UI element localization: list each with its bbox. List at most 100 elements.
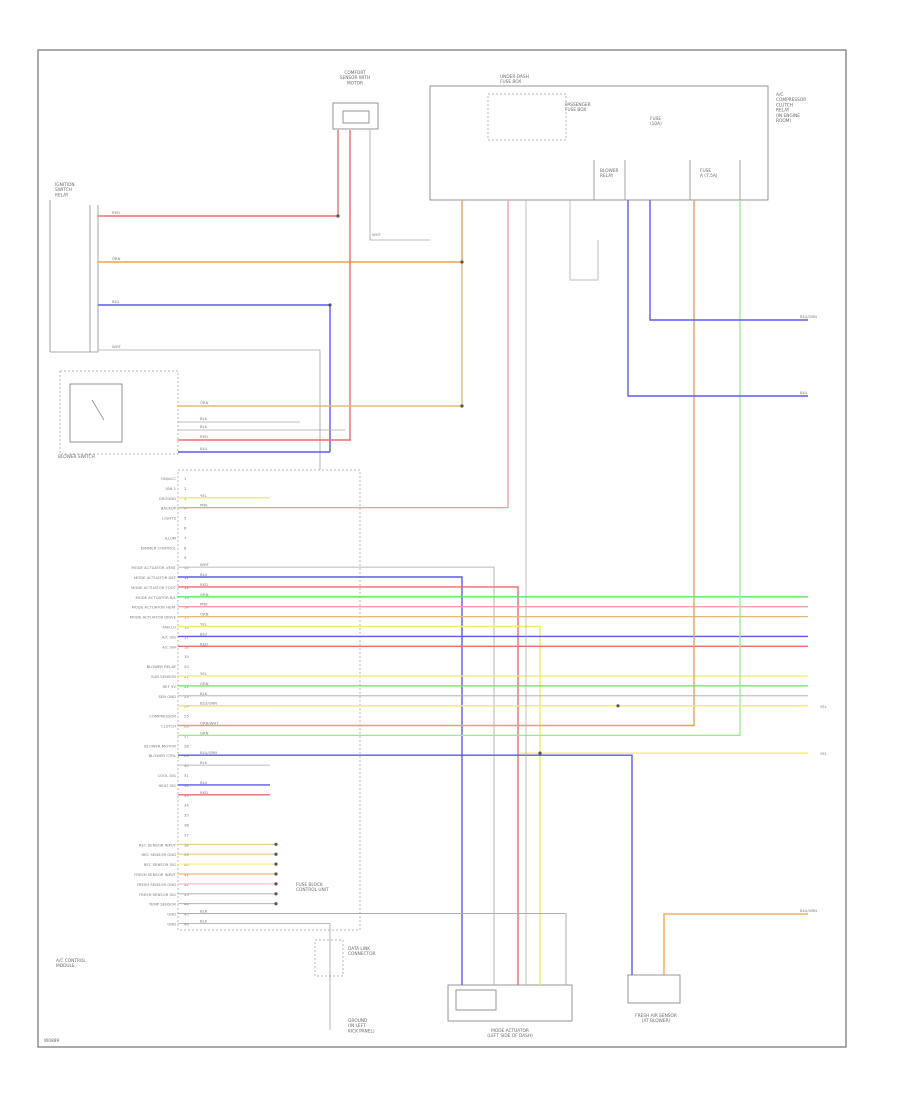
module-pin-label: REC SENSOR GND (142, 852, 177, 857)
module-pin-number: 38 (184, 842, 189, 847)
wire-color-label: GRN (200, 681, 209, 686)
module-pin-label: ILLUM (165, 535, 176, 540)
wire (369, 130, 430, 241)
wire-color-label: BLK (200, 691, 208, 696)
module-pin-label: SUN SENSOR (151, 674, 176, 679)
wire-color-label: BLU/GRN (200, 750, 217, 755)
wire-color-label: BLU/GRN (800, 314, 817, 319)
module-pin-number: 1 (184, 476, 187, 481)
wire-color-label: BLK (200, 424, 208, 429)
module-pin-label: TEMP SENSOR (148, 902, 177, 907)
module-pin-label: GND (167, 912, 176, 917)
module-pin-label: GROUND (159, 496, 176, 501)
module-pin-label: REC SENSOR SIG (144, 862, 176, 867)
wire-color-label: ORN (112, 256, 121, 261)
wire (178, 576, 463, 985)
module-pin-number: 20 (184, 664, 189, 669)
module-pin-label: DIMMER CONTROL (141, 545, 177, 550)
wire-color-label: GRN (200, 730, 209, 735)
splice-dot (274, 892, 278, 896)
module-pin-number: 34 (184, 803, 189, 808)
fresh-air-sensor-label: FRESH AIR SENSOR(AT BLOWER) (635, 1013, 677, 1024)
module-pin-label: MODE ACTUATOR B/L (135, 595, 176, 600)
module-pin-label: MODE ACTUATOR DRIVE (130, 615, 177, 620)
splice-dot (328, 303, 332, 307)
wire-color-label: BLK (200, 760, 208, 765)
module-pin-number: 36 (184, 823, 189, 828)
module-pin-number: 44 (184, 902, 189, 907)
module-pin-number: 43 (184, 892, 189, 897)
module-pin-number: 45 (184, 912, 189, 917)
fuse-b-label: FUSE(10A) (650, 116, 662, 127)
module-pin-label: BLOWER MOTOR (144, 743, 176, 748)
module-pin-label: MODE ACTUATOR VENT (131, 565, 176, 570)
wire (178, 200, 509, 509)
module-pin-number: 2 (184, 486, 187, 491)
wire-color-label: BLU (200, 446, 208, 451)
module-pin-number: 19 (184, 654, 189, 659)
splice-dot (274, 862, 278, 866)
module-pin-number: 7 (184, 535, 187, 540)
splice-dot (538, 751, 542, 755)
wire-color-label: ORN (200, 400, 209, 405)
module-pin-label: FAN LO (163, 625, 176, 630)
module-pin-number: 39 (184, 852, 189, 857)
module-pin-label: FRESH SENSOR SIG (139, 892, 176, 897)
wire-color-label: RED (200, 434, 208, 439)
wire-color-label: BLU/GRN (200, 701, 217, 706)
fresh-air-sensor: FRESH AIR SENSOR(AT BLOWER) (627, 974, 681, 1024)
wire (649, 200, 808, 321)
footer-code: W0889 (44, 1038, 59, 1044)
module-pin-label: FRESH SENSOR INPUT (134, 872, 177, 877)
mode-actuator-label: MODE ACTUATOR(LEFT SIDE OF DASH) (487, 1028, 533, 1039)
wire (627, 200, 808, 397)
wire-color-label: PNK (200, 503, 208, 508)
module-pin-number: 25 (184, 714, 189, 719)
module-pin-label: IGN 1 (165, 486, 176, 491)
module-pin-number: 41 (184, 872, 189, 877)
module-pin-number: 37 (184, 832, 189, 837)
module-pin-label: HEAT SIG (158, 783, 176, 788)
splice-dot (274, 872, 278, 876)
module-pin-number: 31 (184, 773, 189, 778)
module-pin-label: A/C SW (162, 644, 176, 649)
wire-color-label: RED (200, 582, 208, 587)
wire-color-label: YEL (820, 751, 828, 756)
module-pin-number: 9 (184, 555, 187, 560)
wire-color-label: WHT (112, 344, 122, 349)
splice-dot (460, 260, 464, 264)
wire (178, 200, 741, 737)
wire (178, 200, 695, 727)
wire-color-label: ORN (200, 612, 209, 617)
wire-color-label: GRN (200, 592, 209, 597)
module-pin-label: LIGHTS (162, 516, 176, 521)
wire (178, 130, 351, 441)
splice-dot (274, 842, 278, 846)
splice-dot (336, 214, 340, 218)
splice-dot (274, 852, 278, 856)
module-pin-label: ON/ACC (161, 476, 176, 481)
wires: REDORNBLUWHTREDWHTORNBLUBLKBLKYELPNKWHTB… (98, 130, 828, 1030)
module-pin-number: 46 (184, 922, 189, 927)
wire (178, 754, 633, 975)
module-pin-label: MODE ACTUATOR FOOT (131, 585, 177, 590)
wire-color-label: PNK (200, 602, 208, 607)
module-pin-label: SEN GND (158, 694, 176, 699)
module-pin-label: BLOWER CTRL (149, 753, 177, 758)
wire-color-label: BLU (112, 299, 120, 304)
module-pin-label: COOL SIG (158, 773, 176, 778)
module-pin-number: 42 (184, 882, 189, 887)
module-pin-number: 35 (184, 813, 189, 818)
module-pin-label: COMPRESSOR (149, 714, 176, 719)
wire-color-label: BLU (200, 572, 208, 577)
